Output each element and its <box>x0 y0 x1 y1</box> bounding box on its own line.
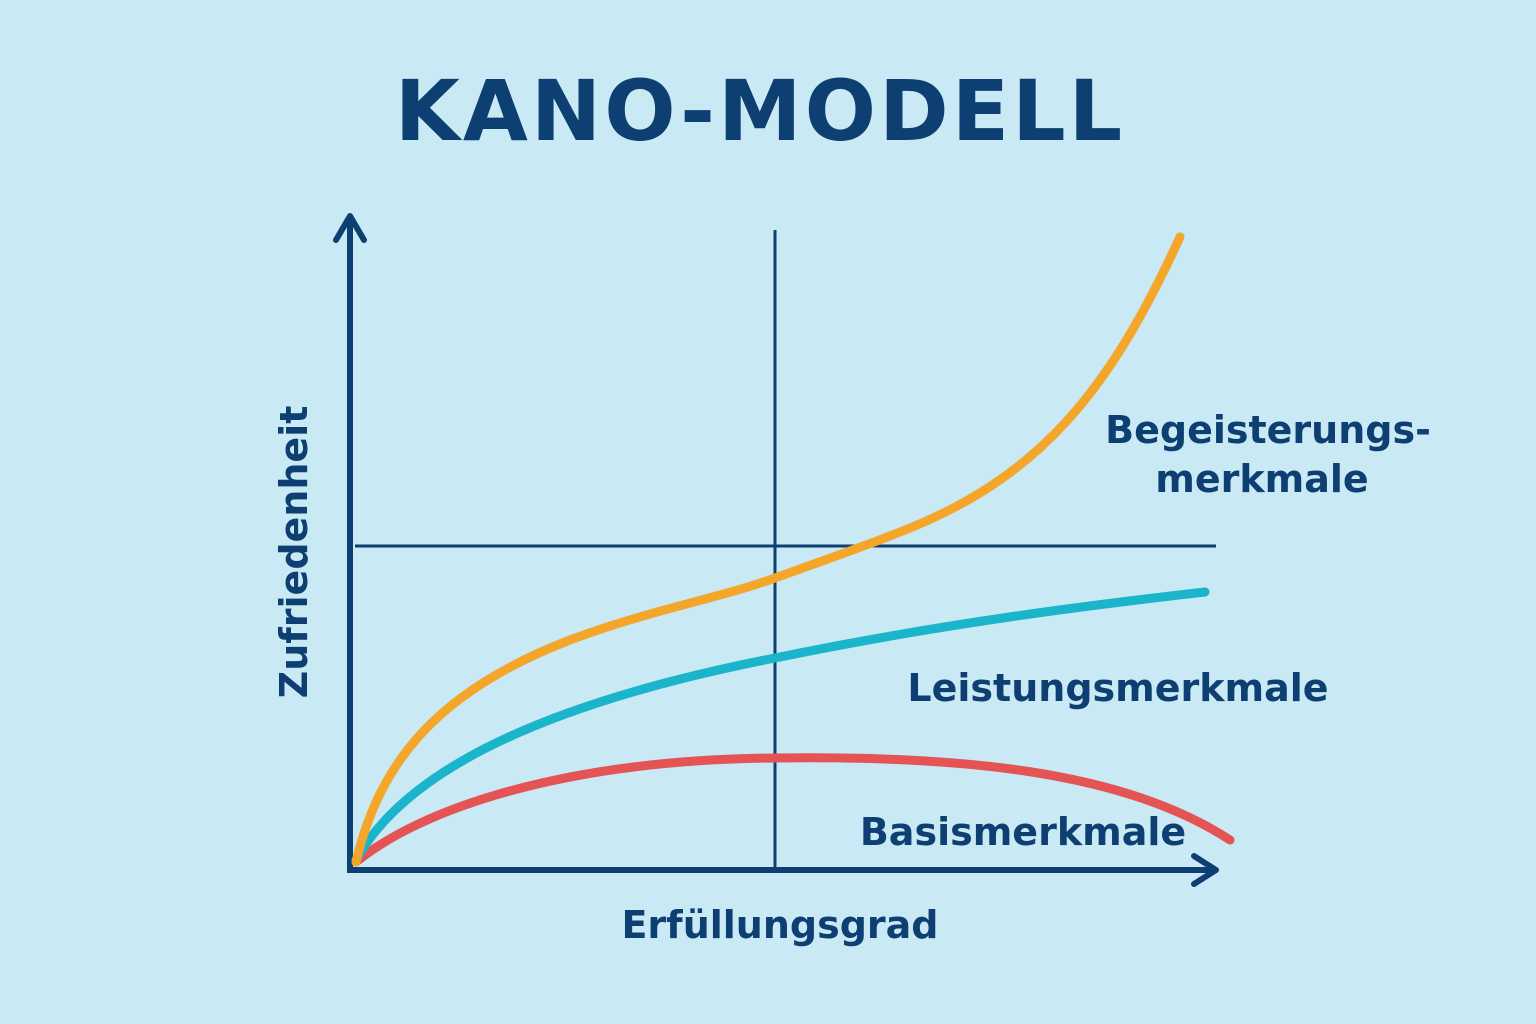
excitement-curve <box>351 232 1185 867</box>
excitement-label-line2: merkmale <box>1155 457 1368 501</box>
performance-curve <box>351 587 1210 865</box>
excitement-label-line1: Begeisterungs- <box>1105 408 1431 452</box>
y-axis-arrow-icon <box>333 213 367 243</box>
x-axis-label: Erfüllungsgrad <box>621 903 938 947</box>
performance-label: Leistungsmerkmale <box>907 666 1328 710</box>
x-axis-arrow-icon <box>1191 853 1219 887</box>
basic-label: Basismerkmale <box>860 810 1186 854</box>
title: KANO-MODELL <box>395 62 1125 160</box>
y-axis-label: Zufriedenheit <box>272 406 316 699</box>
basic-curve <box>351 753 1235 867</box>
